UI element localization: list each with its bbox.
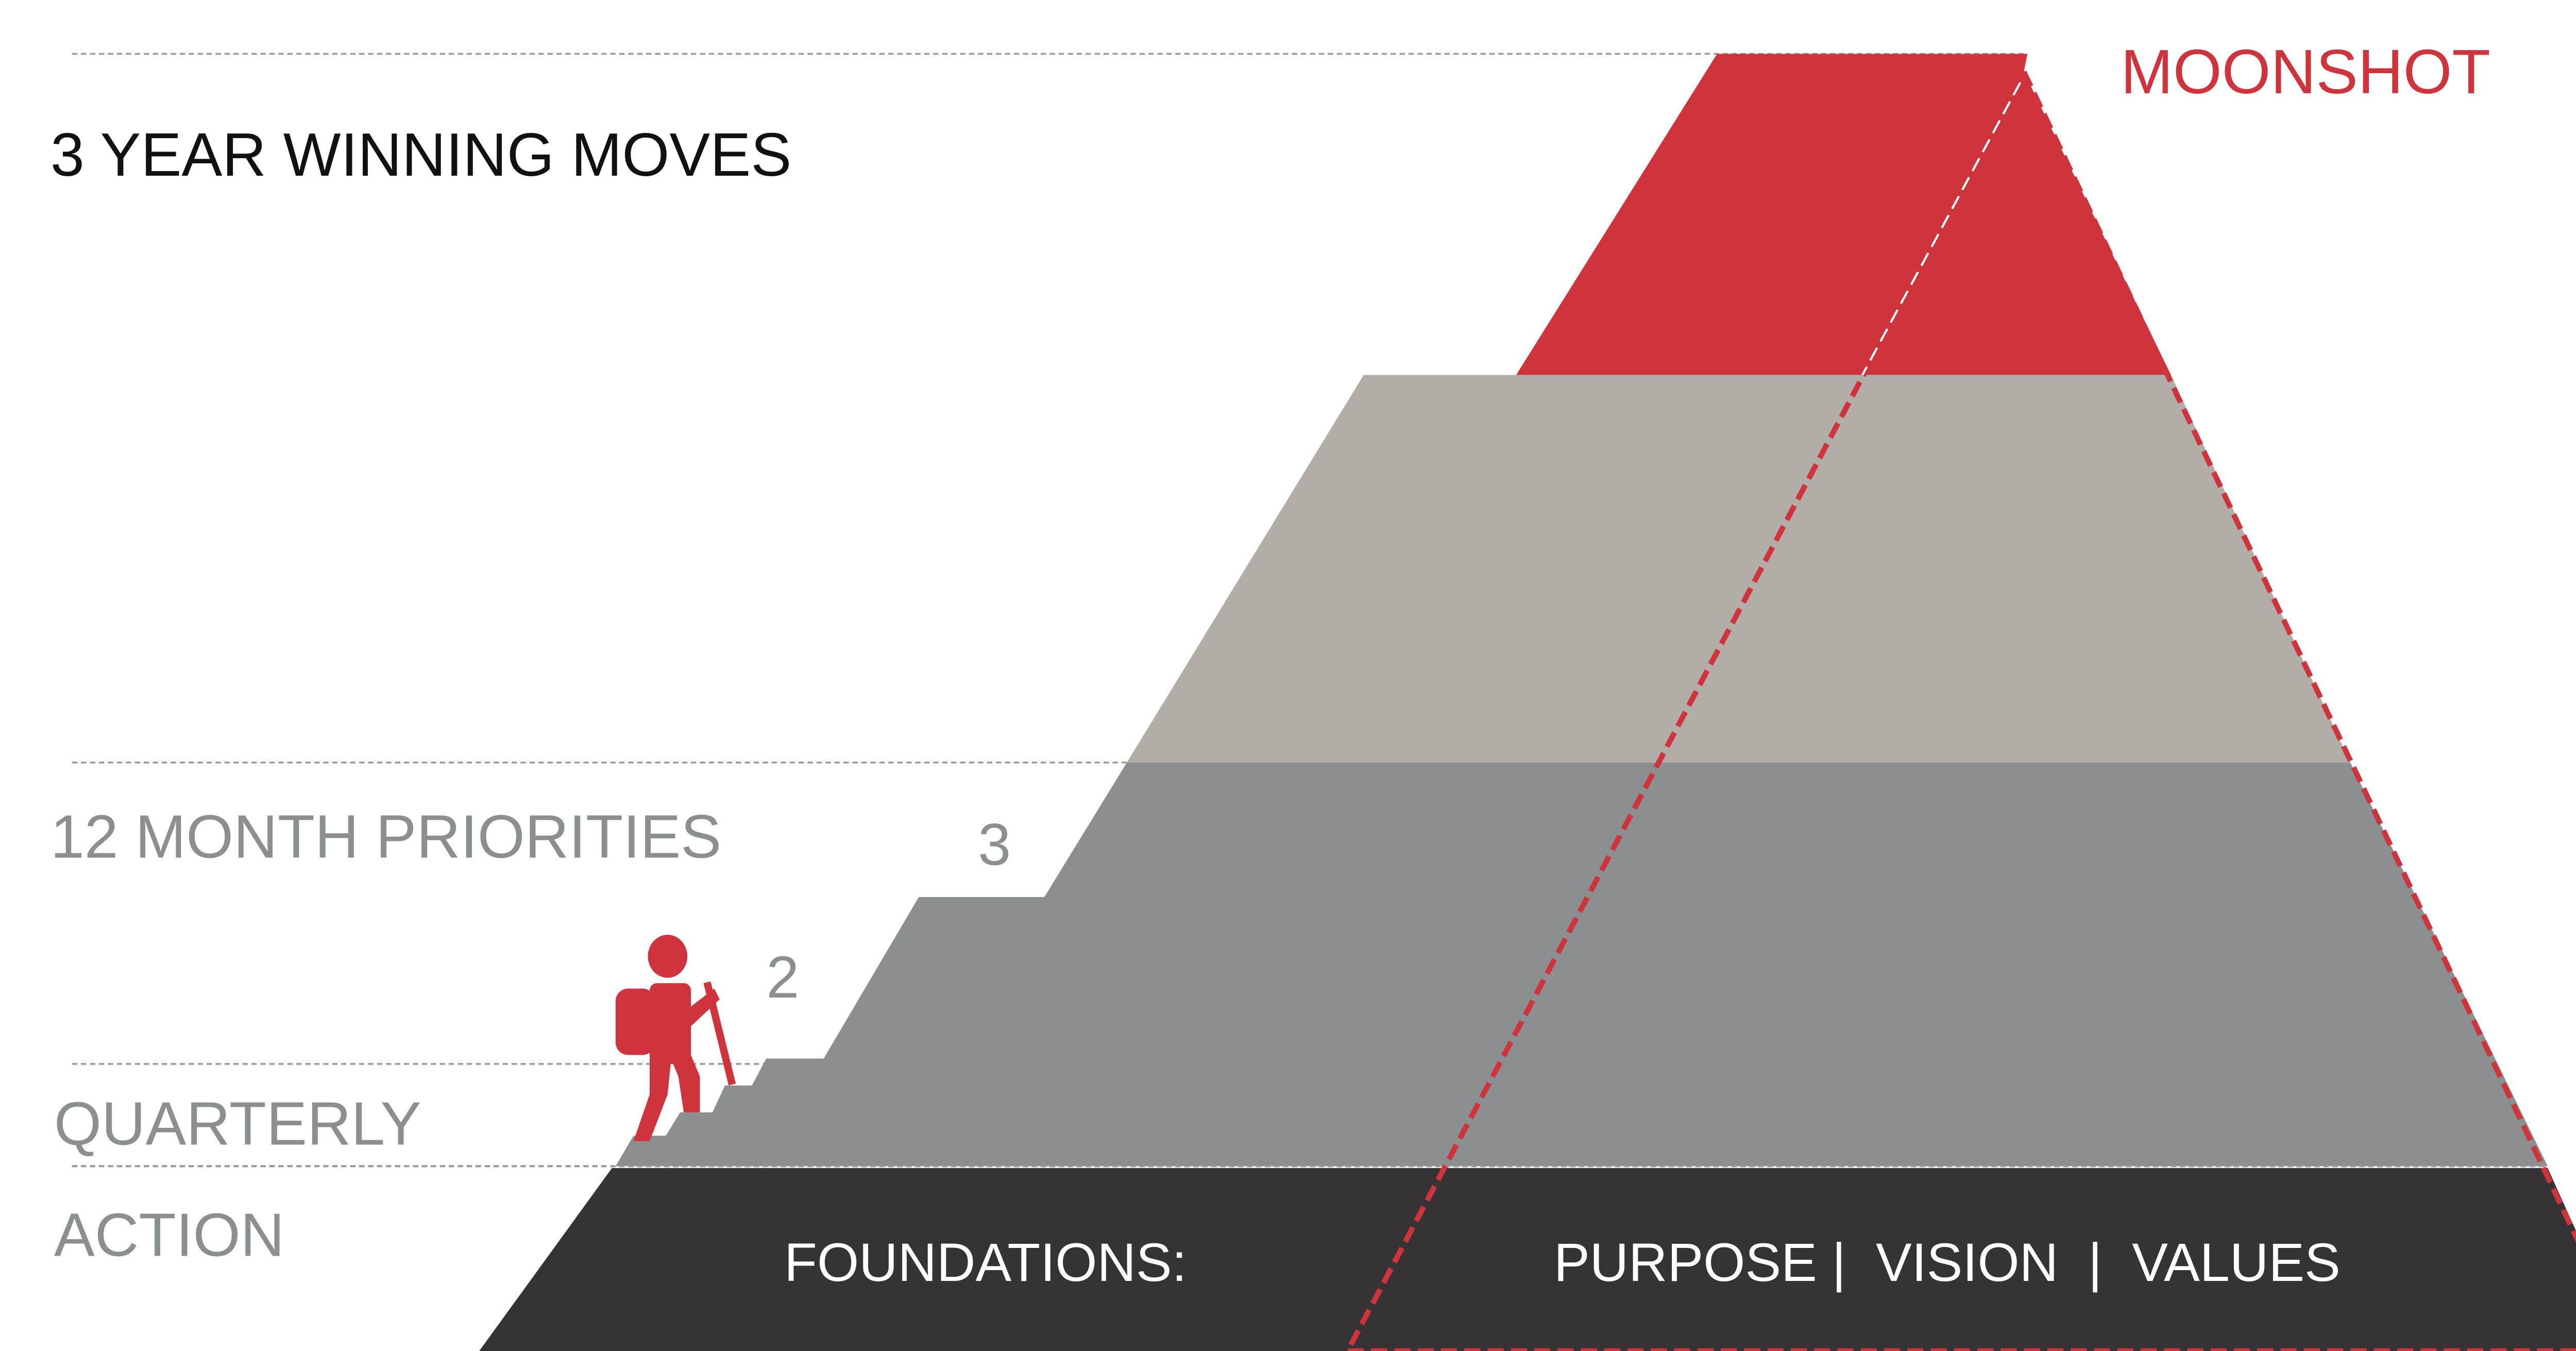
moonshot-dashed-outline <box>1344 65 2576 1351</box>
label-action: ACTION <box>54 1201 284 1269</box>
step-number-2: 2 <box>766 944 799 1010</box>
foundations-values: PURPOSE | VISION | VALUES <box>1554 1232 2341 1293</box>
label-3-year-winning-moves: 3 YEAR WINNING MOVES <box>50 121 791 189</box>
moonshot-divider-white <box>1861 82 2022 376</box>
three-year-layer <box>1127 375 2350 763</box>
label-quarterly: QUARTERLY <box>54 1090 421 1158</box>
foundations-layer <box>479 1168 2576 1351</box>
moonshot-layer <box>1516 54 2171 375</box>
foundations-label: FOUNDATIONS: <box>784 1232 1187 1293</box>
label-12-month-priorities: 12 MONTH PRIORITIES <box>50 803 721 871</box>
hiker-icon <box>615 935 736 1141</box>
label-moonshot: MOONSHOT <box>2121 37 2490 107</box>
twelve-month-layer <box>615 762 2548 1167</box>
step-number-3: 3 <box>978 812 1011 877</box>
